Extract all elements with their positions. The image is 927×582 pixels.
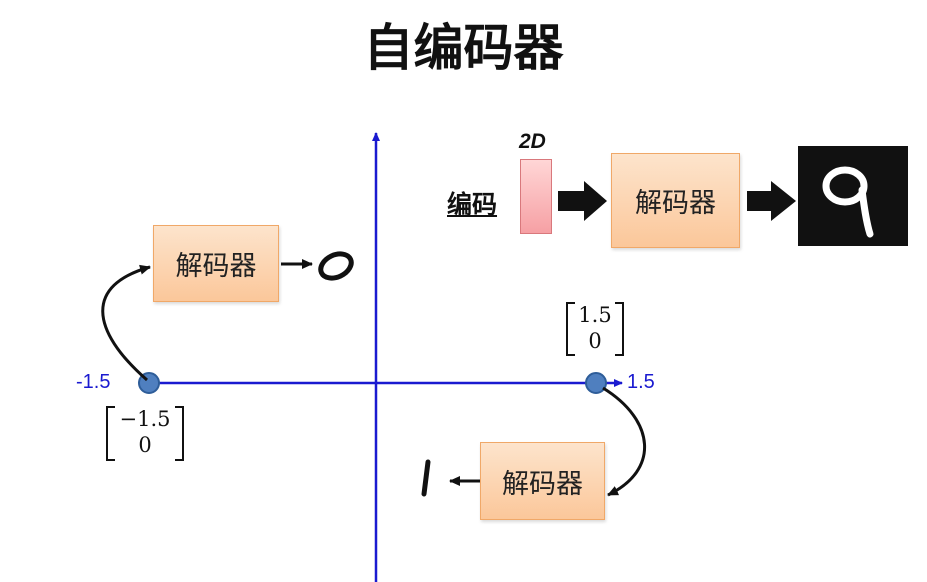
decoder-box-label: 解码器 [175, 251, 257, 282]
point-pos [585, 372, 607, 394]
decoder-box-label: 解码器 [502, 468, 583, 500]
thick-right-arrow-icon [747, 181, 796, 221]
curve-arrow-right [602, 386, 646, 497]
code-vector-bar [520, 159, 552, 234]
page-title: 自编码器 [363, 19, 564, 77]
decoder-box-left: 解码器 [153, 225, 279, 302]
vector-neg-top: −1.5 [119, 407, 171, 431]
digit-nine-image [798, 146, 908, 246]
digit-zero-glyph [318, 251, 354, 281]
x-tick-neg: -1.5 [76, 371, 111, 393]
code-label: 编码 [447, 190, 498, 219]
digit-one-glyph [421, 459, 431, 497]
vector-pos: 1.5 0 [566, 302, 624, 356]
vector-neg: −1.5 0 [106, 406, 184, 461]
curve-arrow-left [101, 264, 151, 382]
thick-right-arrow-icon [558, 181, 607, 221]
dim-label: 2D [519, 130, 546, 153]
vector-neg-bottom: 0 [138, 433, 152, 457]
digit-nine-glyph [822, 166, 874, 238]
vector-pos-top: 1.5 [578, 303, 612, 327]
x-tick-pos: 1.5 [627, 371, 655, 393]
decoder-box-label: 解码器 [635, 188, 716, 219]
vector-pos-bottom: 0 [588, 329, 602, 353]
decoder-box-bottom: 解码器 [480, 442, 605, 520]
decoder-box-legend: 解码器 [611, 153, 740, 248]
